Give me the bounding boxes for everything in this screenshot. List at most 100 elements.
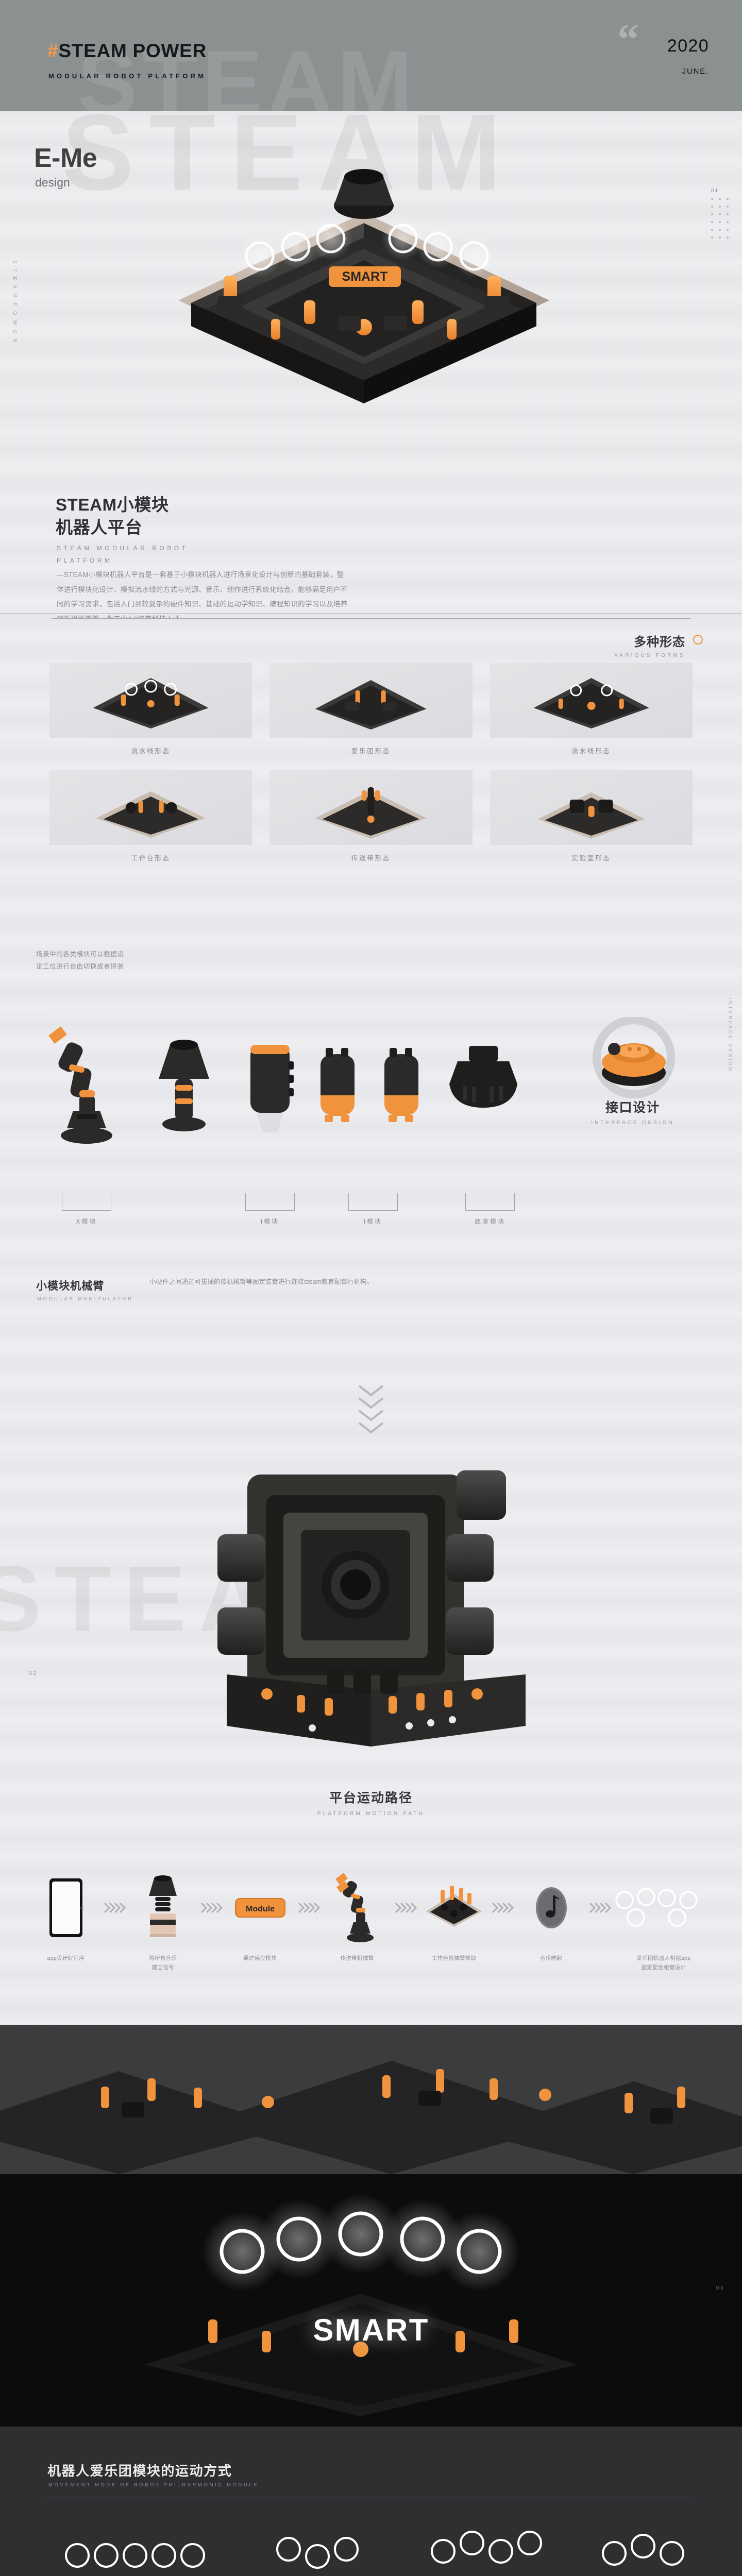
module-bracket [245,1193,295,1211]
flow-step[interactable]: app设计好程序 [30,1869,102,1963]
flow-caption: 传送带机械臂 [340,1955,374,1961]
intro-subtitle: STEAM MODULAR ROBOT PLATFORM [57,542,242,567]
manipulator-body: 小硬件之间通过可拔插的接机械臂等固定装置进行连接steam教育配套行机构。 [149,1278,374,1285]
modules-right-rail: -INTERFACE DESIGN [728,994,733,1073]
forms-title-en: VARIOUS FORMS [614,653,685,658]
module-capsule[interactable] [373,1018,430,1147]
form-card[interactable]: 工作台形态 [49,770,252,862]
music-title-en: MOVEMENT MODE OF ROBOT PHILHARMONIC MODU… [48,2482,259,2488]
speaker-icon [127,1869,199,1946]
intro-subtitle-line1: STEAM MODULAR ROBOT [57,545,189,552]
quote-mark-icon: “ [617,15,639,63]
flow-arrow-icon [102,1869,127,1946]
module-label-group: X模块 [56,1193,117,1226]
manipulator-section: 小模块机械臂 MODULAR MANIPULATOR 小硬件之间通过可拔插的接机… [0,1257,742,1376]
svg-text:Module: Module [246,1905,275,1913]
flow-caption: 工作台机械臂抓取 [431,1955,477,1961]
smart-hero-illustration [0,2174,742,2427]
module-badge: Module [224,1869,296,1946]
form-card[interactable]: 实验室形态 [490,770,693,862]
module-label: I模块 [260,1218,280,1225]
module-bracket [348,1193,398,1211]
interface-knob-illustration [593,1017,675,1098]
module-label: 底座模块 [474,1218,505,1225]
page-header: STEAM #STEAM POWER MODULAR ROBOT PLATFOR… [0,0,742,133]
form-thumbnail [49,770,252,845]
flow-arrow-icon [393,1869,418,1946]
module-bracket [465,1193,515,1211]
flow-arrow-icon [587,1869,612,1946]
motion-page-mark: 02 [29,1670,38,1676]
manipulator-title-cn: 小模块机械臂 [36,1280,105,1292]
hero-left-rail: S T E A M P O W E R [12,260,18,344]
brand-name: STEAM POWER [58,40,207,61]
form-thumbnail [49,663,252,738]
smart-page-mark: 03 [716,2285,724,2291]
music-module-section: 机器人爱乐团模块的运动方式 MOVEMENT MODE OF ROBOT PHI… [0,2427,742,2576]
hero-section: STEAM E-Me design [0,111,742,484]
modules-row: X模块 I模块 I模块 底座模块 [33,1023,713,1225]
flow-section: app设计好程序 将所有音乐 [0,1855,742,2025]
module-capsule[interactable] [309,1018,366,1147]
module-label-group: I模块 [239,1193,301,1226]
manipulator-noise-overlay [0,1257,742,1376]
motion-title-cn: 平台运动路径 [329,1791,413,1805]
form-card[interactable]: 传送带形态 [269,770,473,862]
smart-hero-section: SMART 03 [0,2174,742,2427]
hero-dot-grid [711,198,729,239]
header-month: JUNE. [682,67,709,76]
flow-step[interactable]: 工作台机械臂抓取 [418,1869,490,1963]
brand-logo: #STEAM POWER [47,40,207,62]
hash-icon: # [47,40,59,61]
music-title-cn: 机器人爱乐团模块的运动方式 [47,2463,232,2479]
hero-robot-illustration: SMART [178,169,549,403]
flow-caption: 将所有音乐 建立信号 [149,1955,177,1971]
header-year: 2020 [667,36,709,56]
forms-note-line2: 定工位进行自由切换或者拼装 [36,963,124,971]
module-label: I模块 [363,1218,383,1225]
hero-right-rail: 01 [711,188,729,239]
interface-design-heading: 接口设计 INTERFACE DESIGN [571,1097,695,1126]
flow-step[interactable]: 爱乐团机器人根据app 固定配合组键设计 [612,1869,715,1973]
motion-section: STEAM [0,1376,742,1855]
form-caption: 流水线形态 [571,748,611,755]
flow-step[interactable]: 将所有音乐 建立信号 [127,1869,199,1973]
module-label-group: 底座模块 [451,1193,529,1226]
module-cylinder[interactable] [239,1018,301,1147]
modules-section: X模块 I模块 I模块 底座模块 接口 [0,979,742,1267]
flow-caption: 爱乐团机器人根据app 固定配合组键设计 [636,1955,691,1971]
hero-subtitle: design [35,176,70,189]
form-caption: 流水线形态 [131,748,171,755]
flow-row: app设计好程序 将所有音乐 [30,1869,715,1973]
flow-step[interactable]: Module 通过感应模块 [224,1869,296,1963]
dark-band-photo [0,2025,742,2174]
forms-note: 场景中的各类模块可以根据设 定工位进行自由切换或者拼装 [36,948,258,973]
flow-arrow-icon [296,1869,321,1946]
module-base[interactable] [440,1018,528,1147]
form-card[interactable]: 流水线形态 [49,663,252,755]
form-thumbnail [269,770,473,845]
flow-caption: app设计好程序 [47,1955,85,1961]
form-card[interactable]: 流水线形态 [490,663,693,755]
form-caption: 工作台形态 [131,855,171,862]
forms-heading: 多种形态 VARIOUS FORMS [614,632,703,658]
module-label-group: I模块 [342,1193,404,1226]
form-caption: 爱乐团形态 [351,748,391,755]
flow-arrow-icon [490,1869,515,1946]
smart-label: SMART [313,2313,429,2347]
motion-caption: 平台运动路径 PLATFORM MOTION PATH [0,1788,742,1817]
flow-step[interactable]: 音乐响起 [515,1869,587,1963]
module-robot-arm[interactable] [33,1018,141,1147]
forms-top-divider [52,618,690,619]
form-card[interactable]: 爱乐团形态 [269,663,473,755]
flow-step[interactable]: 传送带机械臂 [321,1869,393,1963]
flow-arrow-icon [199,1869,224,1946]
module-horn[interactable] [145,1018,223,1147]
hero-title: E-Me [34,143,97,173]
music-rings-illustration [65,2531,684,2569]
interface-design-title-cn: 接口设计 [605,1100,660,1115]
module-label: X模块 [76,1218,97,1225]
tablet-icon [30,1869,102,1946]
chevron-down-icon [358,1385,384,1434]
